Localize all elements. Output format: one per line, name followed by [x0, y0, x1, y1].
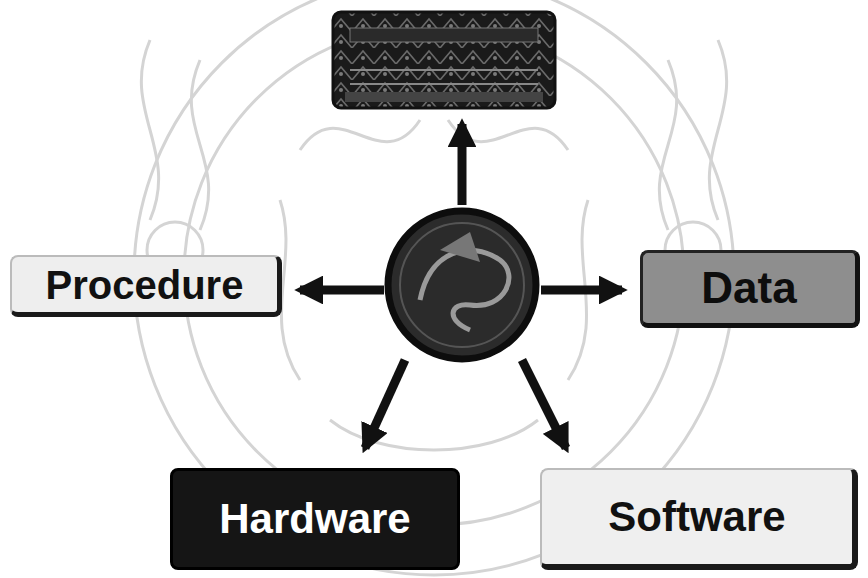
- central-emblem: [388, 211, 536, 359]
- box-label: Data: [701, 264, 796, 312]
- temple-picture: [333, 12, 555, 108]
- process-box: Software: [540, 468, 858, 570]
- box-label: Hardware: [219, 496, 410, 542]
- arrow: [300, 124, 622, 448]
- process-box: Data: [640, 250, 860, 328]
- box-label: Procedure: [46, 263, 244, 307]
- process-box: Procedure: [10, 255, 282, 317]
- box-label: Software: [608, 494, 785, 540]
- process-box: Hardware: [170, 468, 460, 570]
